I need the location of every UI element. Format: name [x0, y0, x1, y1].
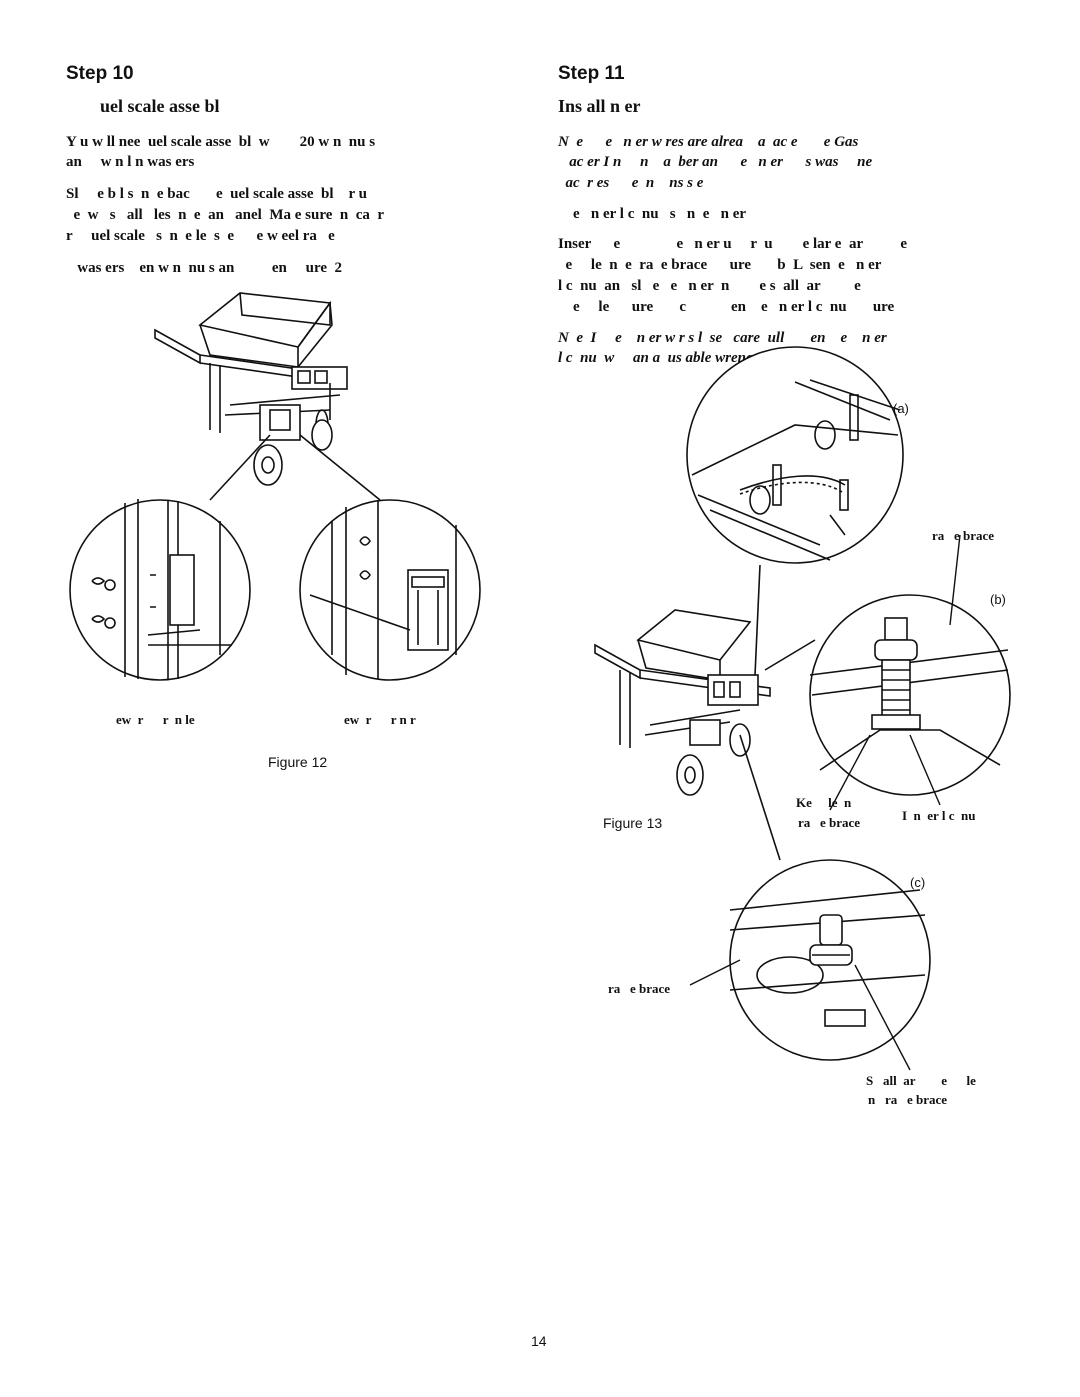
- step-11-note-1-line-2: ac er I n n a ber an e n er s was ne: [558, 154, 873, 170]
- detail-circle-b: [809, 594, 1011, 796]
- frame-brace-label-bottom: ra e brace: [608, 981, 671, 996]
- figure-13-caption: Figure 13: [603, 815, 663, 831]
- step-11-para-line-1: Inser e e n er u r u e lar e ar e: [558, 236, 907, 252]
- step-10-para-1-line-1: Y u w ll nee uel scale asse bl w 20 w n …: [66, 134, 376, 150]
- step-10-para-2-line-3: r uel scale s n e le s e e w eel ra e: [66, 228, 335, 244]
- grill-cart-small: [594, 564, 816, 861]
- detail-circle-c: [729, 859, 931, 1061]
- step-10-para-3: was ers en w n nu s an en ure 2: [66, 260, 342, 276]
- step-11-para-line-4: e le ure c en e n er l c nu ure: [558, 299, 895, 315]
- step-10-subtitle: uel scale asse bl: [100, 96, 220, 116]
- grill-cart-drawing: [154, 292, 348, 486]
- frame-brace-label-top: ra e brace: [932, 528, 995, 543]
- keyhole-label-line-1: Ke le n: [796, 795, 852, 810]
- detail-circle-a: [686, 346, 904, 564]
- label-b: (b): [990, 592, 1006, 607]
- figure-12-caption: Figure 12: [268, 754, 328, 770]
- igniter-nut-label: I n er l c nu: [902, 808, 976, 823]
- callout-left-view: ew r r n le: [116, 712, 195, 727]
- left-detail-circle: [69, 499, 251, 681]
- step-10-para-1-line-2: an w n l n was ers: [66, 154, 195, 170]
- right-detail-circle: [299, 499, 481, 681]
- page-number: 14: [531, 1333, 547, 1349]
- step-11-instruction: e n er l c nu s n e n er: [558, 206, 747, 222]
- step-11-para-line-3: l c nu an sl e e n er n e s all ar e: [558, 278, 861, 294]
- step-10-heading: Step 10: [66, 63, 134, 84]
- figure-13-illustration: [594, 346, 1011, 1071]
- small-hole-label-line-2: n ra e brace: [868, 1092, 948, 1107]
- step-10-para-2-line-2: e w s all les n e an anel Ma e sure n ca…: [66, 207, 385, 223]
- step-11-para-line-2: e le n e ra e brace ure b L sen e n er: [558, 257, 882, 273]
- step-11-note-2-line-1: N e I e n er w r s l se care ull en e n …: [558, 330, 887, 346]
- small-hole-label-line-1: S all ar e le: [866, 1073, 976, 1088]
- step-11-note-1-line-3: ac r es e n ns s e: [558, 175, 704, 191]
- label-a: (a): [893, 401, 909, 416]
- callout-right-view: ew r r n r: [344, 712, 416, 727]
- keyhole-label-line-2: ra e brace: [798, 815, 861, 830]
- step-11-heading: Step 11: [558, 63, 625, 84]
- label-c: (c): [910, 875, 926, 890]
- step-11-subtitle: Ins all n er: [558, 96, 641, 116]
- step-11-note-1-line-1: N e e n er w res are alrea a ac e e Gas: [558, 134, 859, 150]
- step-10-para-2-line-1: Sl e b l s n e bac e uel scale asse bl r…: [66, 186, 367, 202]
- figure-12-illustration: [69, 292, 481, 681]
